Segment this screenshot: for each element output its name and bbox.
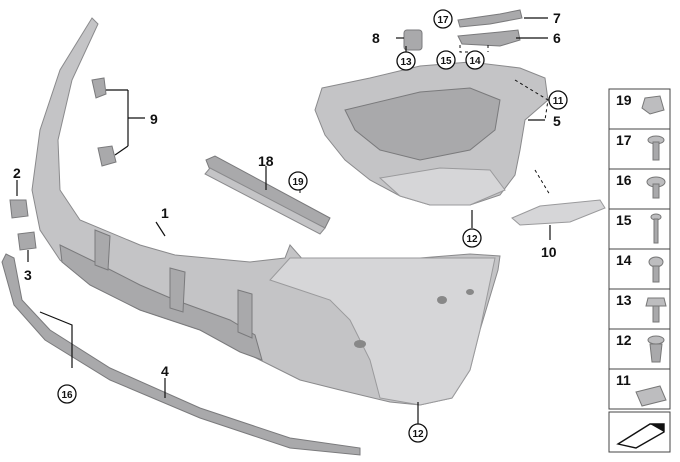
bumper-cover xyxy=(31,17,501,406)
callout-5: 5 xyxy=(553,113,561,129)
clip-3 xyxy=(17,231,37,251)
parts-list-row-12: 12 xyxy=(608,328,671,370)
svg-text:13: 13 xyxy=(400,57,412,68)
callout-3: 3 xyxy=(24,267,32,283)
washer-screw-icon xyxy=(646,176,666,199)
svg-text:19: 19 xyxy=(616,92,632,108)
small-bracket-upper xyxy=(457,9,523,28)
bolt-icon xyxy=(648,256,664,283)
clip-nut-icon xyxy=(635,385,667,407)
svg-text:11: 11 xyxy=(553,96,564,107)
svg-text:17: 17 xyxy=(616,132,632,148)
callout-circle-19: 19 xyxy=(288,171,308,191)
callout-circle-16: 16 xyxy=(57,384,77,404)
callout-7: 7 xyxy=(553,10,561,26)
clip-upper xyxy=(91,77,107,99)
parts-list-row-19: 19 xyxy=(608,88,671,130)
orientation-arrow-icon xyxy=(608,411,671,453)
callout-2: 2 xyxy=(13,165,21,181)
hex-screw-icon xyxy=(645,297,667,323)
svg-text:14: 14 xyxy=(616,252,632,268)
callout-6: 6 xyxy=(553,30,561,46)
lower-spoiler-strip xyxy=(1,253,361,456)
callout-4: 4 xyxy=(161,363,169,379)
small-bracket-lower xyxy=(457,29,521,47)
parts-list-row-16: 16 xyxy=(608,168,671,210)
leader-lines xyxy=(16,17,551,425)
clip-lower xyxy=(97,145,117,167)
callout-circle-13: 13 xyxy=(396,51,416,71)
svg-text:19: 19 xyxy=(292,177,304,188)
svg-text:15: 15 xyxy=(440,56,452,67)
grommet xyxy=(403,29,423,51)
svg-text:12: 12 xyxy=(466,234,478,245)
screw-collar-icon xyxy=(647,135,665,161)
svg-text:14: 14 xyxy=(469,56,481,67)
bracket-carrier xyxy=(314,61,549,206)
callout-circle-11: 11 xyxy=(548,90,568,110)
parts-list-panel: 19 17 16 15 xyxy=(608,88,671,453)
speed-nut-icon xyxy=(641,95,665,115)
cover-panel xyxy=(511,199,606,226)
callout-circle-15: 15 xyxy=(436,50,456,70)
callout-circle-12-upper: 12 xyxy=(462,228,482,248)
svg-text:12: 12 xyxy=(412,429,424,440)
parts-list-row-17: 17 xyxy=(608,128,671,170)
callout-18: 18 xyxy=(258,153,274,169)
callout-1: 1 xyxy=(161,205,169,221)
parts-list-row-15: 15 xyxy=(608,208,671,250)
callout-9: 9 xyxy=(150,111,158,127)
callout-circle-17: 17 xyxy=(433,9,453,29)
parts-list-row-13: 13 xyxy=(608,288,671,330)
callout-10: 10 xyxy=(541,244,557,260)
svg-text:16: 16 xyxy=(61,390,73,401)
svg-text:11: 11 xyxy=(616,372,631,388)
svg-text:17: 17 xyxy=(437,15,449,26)
svg-text:16: 16 xyxy=(616,172,632,188)
callout-circle-14: 14 xyxy=(465,50,485,70)
mesh-insert xyxy=(204,155,331,235)
callout-circle-12-lower: 12 xyxy=(408,423,428,443)
callout-8: 8 xyxy=(372,30,380,46)
svg-text:12: 12 xyxy=(616,332,632,348)
clip-2 xyxy=(9,199,29,219)
svg-text:15: 15 xyxy=(616,212,632,228)
svg-text:13: 13 xyxy=(616,292,632,308)
parts-list-row-14: 14 xyxy=(608,248,671,290)
expanding-rivet-icon xyxy=(647,335,665,363)
parts-list-row-11: 11 xyxy=(608,368,671,410)
screw-icon xyxy=(650,213,662,244)
